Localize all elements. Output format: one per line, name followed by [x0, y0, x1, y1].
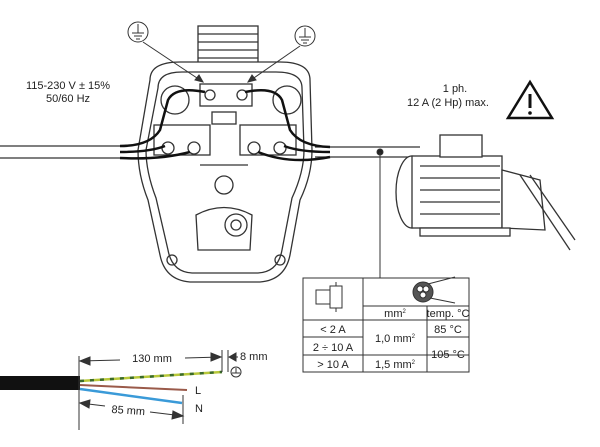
strip-length-130: 130 mm — [132, 353, 172, 365]
svg-text:mm2: mm2 — [384, 308, 406, 320]
internal-wiring — [119, 89, 331, 162]
neutral-length-85: 85 mm — [111, 404, 145, 418]
cable-spec-table — [302, 276, 470, 373]
label-neutral: N — [195, 403, 203, 415]
motor-phase: 1 ph. — [443, 83, 467, 95]
pressure-switch — [137, 25, 313, 283]
row-current-2: 2 ÷ 10 A — [313, 342, 354, 354]
row-current-1: < 2 A — [320, 324, 346, 336]
row-current-3: > 10 A — [317, 359, 349, 371]
row-temp-1: 85 °C — [434, 324, 462, 336]
pump-motor — [395, 134, 576, 251]
table-text: mm2 temp. °C < 2 A 2 ÷ 10 A > 10 A 1,0 m… — [313, 308, 470, 371]
row-section-1: 1,0 mm — [375, 333, 412, 345]
warning-icon — [505, 79, 555, 120]
row-section-3: 1,5 mm — [375, 359, 412, 371]
cable-cross-section-icon — [412, 276, 456, 304]
svg-text:1,0 mm2: 1,0 mm2 — [375, 333, 416, 345]
cable-strip-detail: 130 mm 8 mm 85 mm L N — [0, 350, 268, 430]
svg-text:1,5 mm2: 1,5 mm2 — [375, 359, 416, 371]
label-live: L — [195, 385, 201, 397]
earth-symbol-right — [246, 25, 316, 83]
header-section: mm — [384, 308, 402, 320]
supply-frequency: 50/60 Hz — [46, 93, 90, 105]
header-temp: temp. °C — [427, 308, 470, 320]
earth-symbol-left — [127, 21, 205, 83]
motor-max-current: 12 A (2 Hp) max. — [407, 97, 489, 109]
row-temp-3: 105 °C — [431, 349, 465, 361]
motor-cable — [315, 146, 420, 278]
supply-cable — [0, 145, 125, 159]
end-strip-8: 8 mm — [240, 351, 268, 363]
supply-voltage: 115-230 V ± 15% — [26, 80, 110, 92]
pump-icon — [315, 282, 343, 312]
